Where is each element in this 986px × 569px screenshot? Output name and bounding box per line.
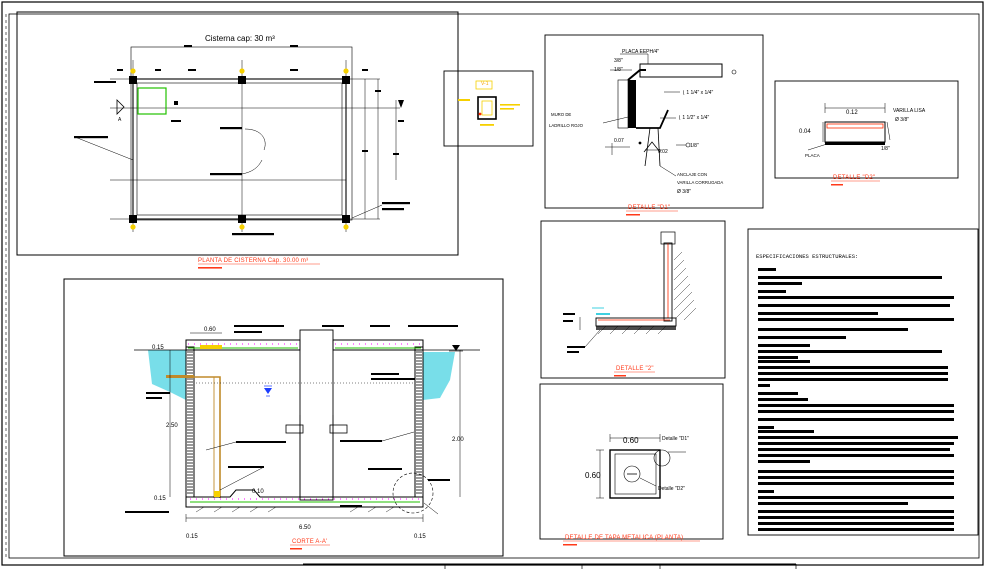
- lid-dim-top: 0.60: [623, 436, 639, 445]
- lid-title: DETALLE DE TAPA METALICA (PLANTA): [565, 535, 683, 541]
- detail-2: [540, 220, 726, 379]
- svg-text:PLACA: PLACA: [805, 153, 820, 158]
- specs-title: ESPECIFICACIONES ESTRUCTURALES:: [756, 253, 858, 260]
- title-block: [303, 563, 797, 569]
- d1-plate-label: PLACA EEPH/4": [622, 49, 659, 55]
- detail-v1: V-1: [443, 70, 534, 147]
- detail-d2: 0.12 VARILLA LISA Ø 3/8" 0.04 PLACA 1/8": [774, 80, 959, 179]
- svg-text:0.15: 0.15: [186, 534, 198, 540]
- svg-text:Detalle "D1": Detalle "D1": [662, 436, 689, 442]
- v1-tag: V-1: [481, 81, 489, 87]
- specs-text-lines: [758, 268, 958, 531]
- plan-view: Cisterna cap: 30 m³: [16, 11, 459, 256]
- section-dim-top: 0.60: [204, 327, 216, 333]
- svg-text:⌊ 1 1/2" x 1/4": ⌊ 1 1/2" x 1/4": [679, 115, 709, 121]
- svg-text:1/8": 1/8": [881, 146, 890, 152]
- svg-text:0.07: 0.07: [614, 138, 624, 144]
- specs-panel: ESPECIFICACIONES ESTRUCTURALES:: [747, 228, 979, 536]
- section-title: CORTE A-A': [292, 539, 327, 545]
- svg-text:Detalle "D2": Detalle "D2": [658, 486, 685, 492]
- svg-text:MURO DE: MURO DE: [551, 112, 571, 117]
- d1-title: DETALLE "D1": [628, 205, 670, 211]
- plan-frame: [16, 11, 459, 256]
- svg-text:0.60: 0.60: [585, 471, 601, 480]
- d2-dim-top: 0.12: [846, 110, 858, 116]
- svg-text:1/8": 1/8": [614, 67, 623, 73]
- plan-label: PLANTA DE CISTERNA Cap. 30.00 m³: [198, 258, 308, 264]
- svg-text:0.15: 0.15: [154, 496, 166, 502]
- svg-text:⌊ 1 1/4" x 1/4": ⌊ 1 1/4" x 1/4": [683, 90, 713, 96]
- svg-text:LADRILLO ROJO: LADRILLO ROJO: [549, 123, 584, 128]
- svg-text:Ø 3/8": Ø 3/8": [895, 117, 909, 123]
- svg-text:0.02: 0.02: [658, 149, 668, 155]
- inner-border: [8, 13, 980, 559]
- svg-text:0.04: 0.04: [799, 129, 811, 135]
- svg-text:VARILLA CORRUGADA: VARILLA CORRUGADA: [677, 180, 723, 185]
- detail-lid: 0.60 0.60 Detalle "D1" Detalle "D2": [539, 383, 724, 540]
- detail-2-title: DETALLE "2": [616, 366, 654, 372]
- svg-text:6.50: 6.50: [299, 525, 311, 531]
- svg-text:2.00: 2.00: [452, 437, 464, 443]
- svg-text:0.15: 0.15: [152, 345, 164, 351]
- svg-text:ANCLAJE CON: ANCLAJE CON: [677, 172, 707, 177]
- svg-text:0.10: 0.10: [252, 489, 264, 495]
- section-marker-a: A: [118, 117, 122, 123]
- svg-text:3/8": 3/8": [614, 58, 623, 64]
- detail-d1: PLACA EEPH/4" 3/8" 1/8" ⌊ 1 1/4" x 1/4" …: [544, 34, 764, 209]
- d2-title: DETALLE "D2": [833, 175, 875, 181]
- svg-text:0.15: 0.15: [414, 534, 426, 540]
- section-aa: 0.60 0.15 2.50 2.00 0.15 0.10 6.50 0.15 …: [63, 278, 504, 557]
- manhole-highlight: [137, 87, 167, 115]
- svg-text:2.50: 2.50: [166, 423, 178, 429]
- svg-text:VARILLA LISA: VARILLA LISA: [893, 108, 926, 114]
- plan-title: Cisterna cap: 30 m³: [205, 34, 275, 43]
- svg-text:1/8": 1/8": [690, 143, 699, 149]
- svg-text:Ø 3/8": Ø 3/8": [677, 189, 691, 195]
